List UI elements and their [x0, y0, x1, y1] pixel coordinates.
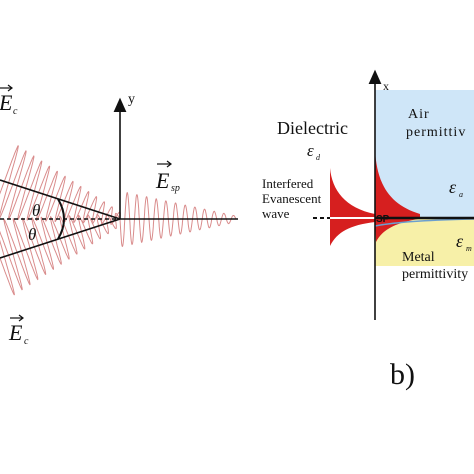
svg-text:E: E	[155, 168, 170, 193]
sp-label: SP	[376, 214, 390, 225]
svg-text:c: c	[13, 106, 18, 117]
panel-b: x Dielectric ε d Interfered Evanescent w…	[262, 69, 474, 391]
eps-d: ε	[307, 141, 314, 160]
eps-m: ε	[456, 231, 464, 251]
dielectric-title: Dielectric	[277, 118, 348, 138]
x-axis-label: x	[383, 79, 389, 93]
svg-text:c: c	[24, 336, 29, 347]
panel-b-label: b)	[390, 358, 415, 391]
svg-text:E: E	[0, 90, 13, 115]
panel-a: y θ θ E c E c E sp	[0, 84, 238, 347]
incident-ray-bottom	[0, 218, 121, 259]
svg-text:sp: sp	[171, 183, 180, 194]
interfered-line3: wave	[262, 206, 290, 221]
sp-lower-tail	[374, 218, 474, 227]
interfered-line1: Interfered	[262, 176, 314, 191]
evanescent-wave-upper	[330, 168, 375, 217]
e-sp-label: E sp	[155, 160, 180, 194]
theta-bottom: θ	[28, 225, 36, 244]
air-label-line2: permittiv	[406, 125, 466, 140]
metal-label-line2: permittivity	[402, 267, 468, 282]
air-region	[375, 90, 474, 217]
e-incident-top-label: E c	[0, 84, 18, 117]
eps-d-sub: d	[316, 153, 321, 162]
eps-a: ε	[449, 177, 457, 197]
air-label-line1: Air	[408, 107, 430, 122]
sp-peak	[375, 150, 420, 219]
angle-arc	[57, 198, 65, 240]
e-incident-bottom-label: E c	[8, 314, 29, 347]
incident-ray-top	[0, 179, 121, 220]
eps-m-sub: m	[466, 244, 472, 253]
eps-a-sub: a	[459, 190, 463, 199]
theta-top: θ	[32, 201, 40, 220]
svg-text:E: E	[8, 320, 23, 345]
evanescent-wave-lower	[330, 219, 375, 246]
y-axis-label: y	[128, 92, 135, 107]
metal-label-line1: Metal	[402, 250, 435, 265]
interfered-line2: Evanescent	[262, 191, 322, 206]
